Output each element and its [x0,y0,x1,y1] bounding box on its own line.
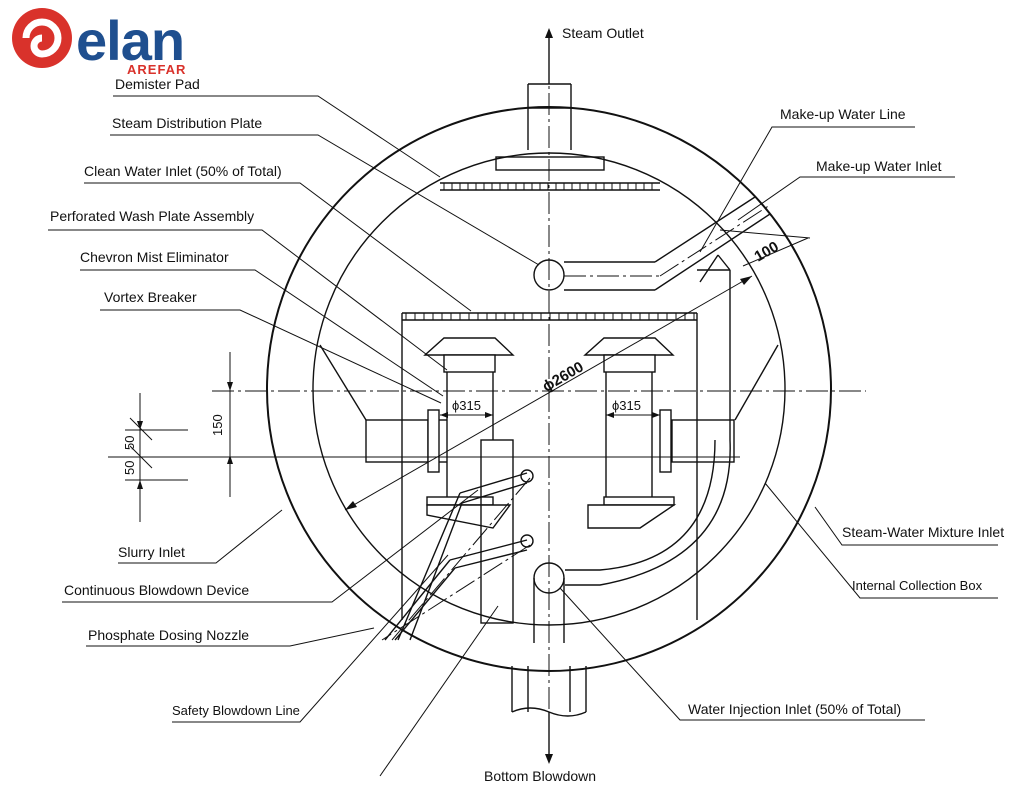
bottom-blowdown-nozzle [511,666,587,764]
dim-150: 150 [210,414,225,436]
label-vortex-breaker: Vortex Breaker [104,289,197,305]
dim-phi315-right: ϕ315 [612,398,641,413]
label-demister-pad: Demister Pad [115,76,200,92]
steam-outlet-nozzle [527,28,572,150]
left-mixture-inlet [365,409,447,473]
bottom-blowdown-arrow-icon [545,754,553,764]
steam-distribution-plate-pipe [533,259,565,291]
right-baffle [734,344,779,421]
label-perforated-wash-plate: Perforated Wash Plate Assembly [50,208,254,224]
label-internal-collection-box: Internal Collection Box [852,578,983,593]
label-steam-outlet: Steam Outlet [562,25,644,41]
vortex-breaker-column [480,439,514,624]
logo-subtitle: AREFAR [127,62,186,77]
label-makeup-water-inlet: Make-up Water Inlet [816,158,942,174]
chevron-mist-eliminator-left [423,337,515,500]
demister-pad [440,156,660,191]
dosing-lines [381,469,534,641]
label-slurry-inlet: Slurry Inlet [118,544,185,560]
leader-lines [48,95,998,777]
steam-outlet-arrow-icon [545,28,553,38]
left-baffle [319,344,367,421]
right-mixture-inlet [659,409,735,473]
label-makeup-water-line: Make-up Water Line [780,106,906,122]
diameter-dimension-line [344,275,753,511]
dim-100: 100 [752,238,782,265]
label-steam-distribution-plate: Steam Distribution Plate [112,115,262,131]
label-water-injection-inlet: Water Injection Inlet (50% of Total) [688,701,901,717]
label-safety-blowdown: Safety Blowdown Line [172,703,300,718]
logo-wordmark: elan [76,9,184,72]
label-chevron-mist-eliminator: Chevron Mist Eliminator [80,249,229,265]
makeup-water-line-pipe [564,196,771,291]
label-steam-water-mixture-inlet: Steam-Water Mixture Inlet [842,524,1004,540]
right-vortex-plate [603,496,675,506]
elan-logo: elan AREFAR [12,8,186,77]
label-phosphate-dosing: Phosphate Dosing Nozzle [88,627,249,643]
label-bottom-blowdown: Bottom Blowdown [484,768,596,784]
logo-swirl-mark [22,18,62,58]
label-clean-water-inlet: Clean Water Inlet (50% of Total) [84,163,282,179]
perforated-wash-plate [405,313,695,320]
dim-50-lower: 50 [122,461,137,475]
dim-diameter: ϕ2600 [540,358,587,395]
internal-collection-pipe [565,439,731,586]
label-continuous-blowdown: Continuous Blowdown Device [64,582,249,598]
dim-50-upper: 50 [122,436,137,450]
dim-phi315-left: ϕ315 [452,398,481,413]
